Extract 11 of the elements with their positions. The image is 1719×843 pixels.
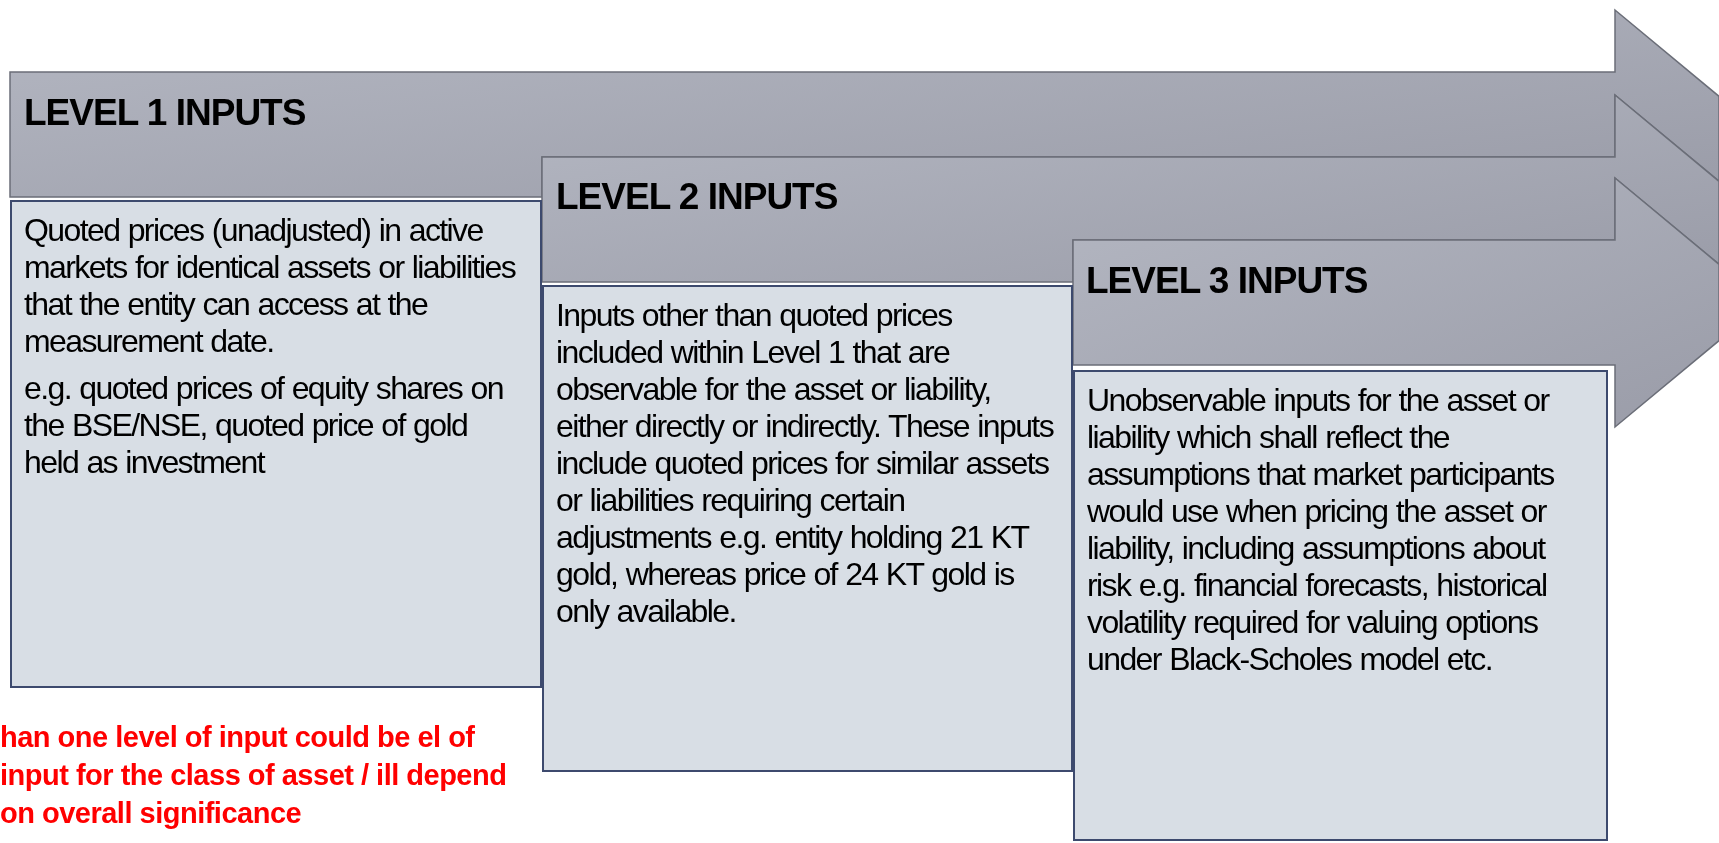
description-box: [1073, 370, 1608, 841]
description-box: [542, 285, 1073, 772]
description-text: Inputs other than quoted prices included within Level 1 that are observable for the asset or liability, either directly or indirectly. These inputs include quoted prices for similar assets or liabilities requiring certain adjustments e.g. entity holding 21 KT gold, whereas price of 24 KT gold is only available.: [556, 297, 1055, 630]
description-text: Unobservable inputs for the asset or liability which shall reflect the assumptions that market participants would use when pricing the asset or liability, including assumptions about risk e.g. financial forecasts, historical volatility required for valuing options under Black-Scholes model etc.: [1087, 382, 1555, 678]
level-heading: LEVEL 2 INPUTS: [556, 176, 838, 218]
description-text: Quoted prices (unadjusted) in active markets for identical assets or liabilities that the entity can access at the measurement date.: [24, 212, 517, 360]
description-text: e.g. quoted prices of equity shares on the BSE/NSE, quoted price of gold held as investment: [24, 370, 504, 481]
level-heading: LEVEL 3 INPUTS: [1086, 260, 1368, 302]
description-box: [10, 200, 542, 688]
level-heading: LEVEL 1 INPUTS: [24, 92, 306, 134]
note-text: han one level of input could be el of input for the class of asset / ill depend on overall significance: [0, 720, 508, 831]
